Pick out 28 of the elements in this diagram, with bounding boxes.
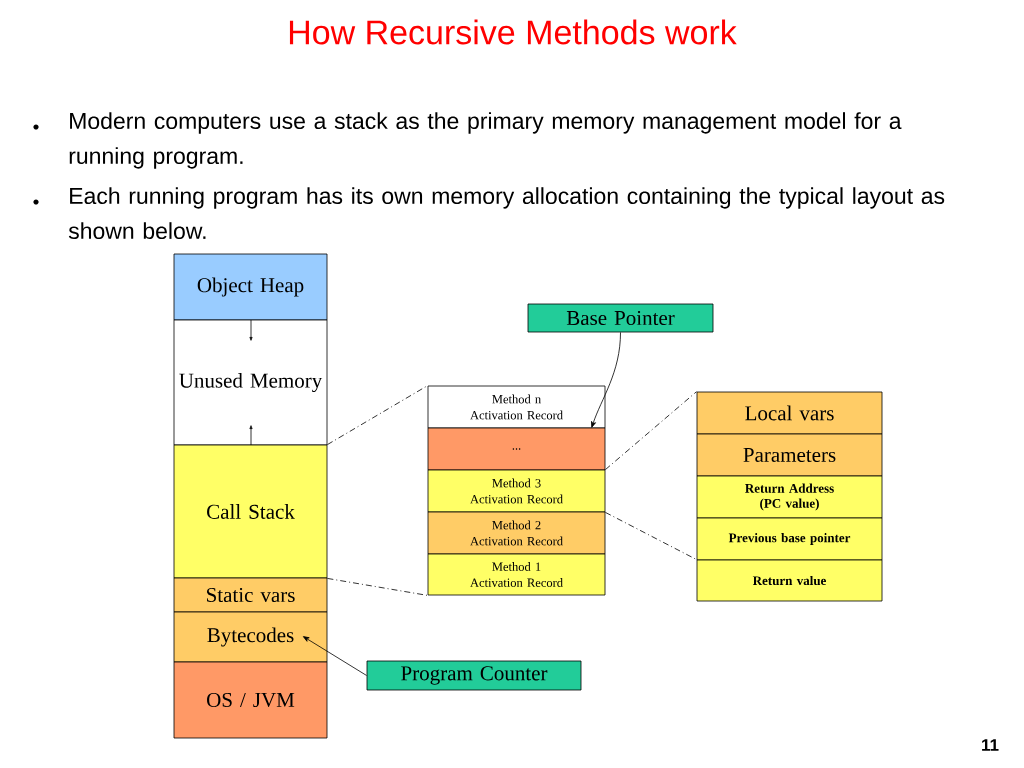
activation-record: Method 2 Activation Record bbox=[427, 511, 606, 555]
bullet-text: Modern computers use a stack as the primary memory management model for a running program. bbox=[69, 112, 902, 169]
activation-record: Method n Activation Record bbox=[427, 385, 606, 429]
record-field: Return value bbox=[696, 559, 883, 602]
record-field: Parameters bbox=[696, 433, 883, 477]
activation-record: Method 1 Activation Record bbox=[427, 553, 606, 596]
zoom-line bbox=[327, 385, 428, 445]
pointer-label-box: Program Counter bbox=[366, 660, 582, 691]
memory-segment: Static vars bbox=[173, 577, 328, 613]
bullet-text: Each running program has its own memory allocation containing the typical layout as shown below. bbox=[68, 187, 945, 240]
activation-record: ... bbox=[427, 427, 606, 471]
memory-segment: Call Stack bbox=[173, 444, 328, 579]
record-field: Return Address (PC value) bbox=[696, 475, 883, 519]
pointer-label-box: Base Pointer bbox=[527, 303, 714, 333]
activation-record: Method 3 Activation Record bbox=[427, 469, 606, 513]
memory-segment: Bytecodes bbox=[173, 611, 328, 663]
zoom-line bbox=[605, 391, 697, 470]
memory-segment: Unused Memory bbox=[173, 319, 328, 446]
memory-segment: Object Heap bbox=[173, 253, 328, 321]
title: How Recursive Methods work bbox=[289, 19, 737, 45]
page-number: 11 bbox=[982, 739, 999, 751]
curved-arrow bbox=[591, 332, 621, 428]
memory-segment: OS / JVM bbox=[173, 661, 328, 739]
arrow bbox=[303, 636, 367, 676]
record-field: Local vars bbox=[696, 391, 883, 435]
zoom-line bbox=[605, 512, 697, 560]
zoom-line bbox=[327, 578, 428, 596]
record-field: Previous base pointer bbox=[696, 517, 883, 561]
